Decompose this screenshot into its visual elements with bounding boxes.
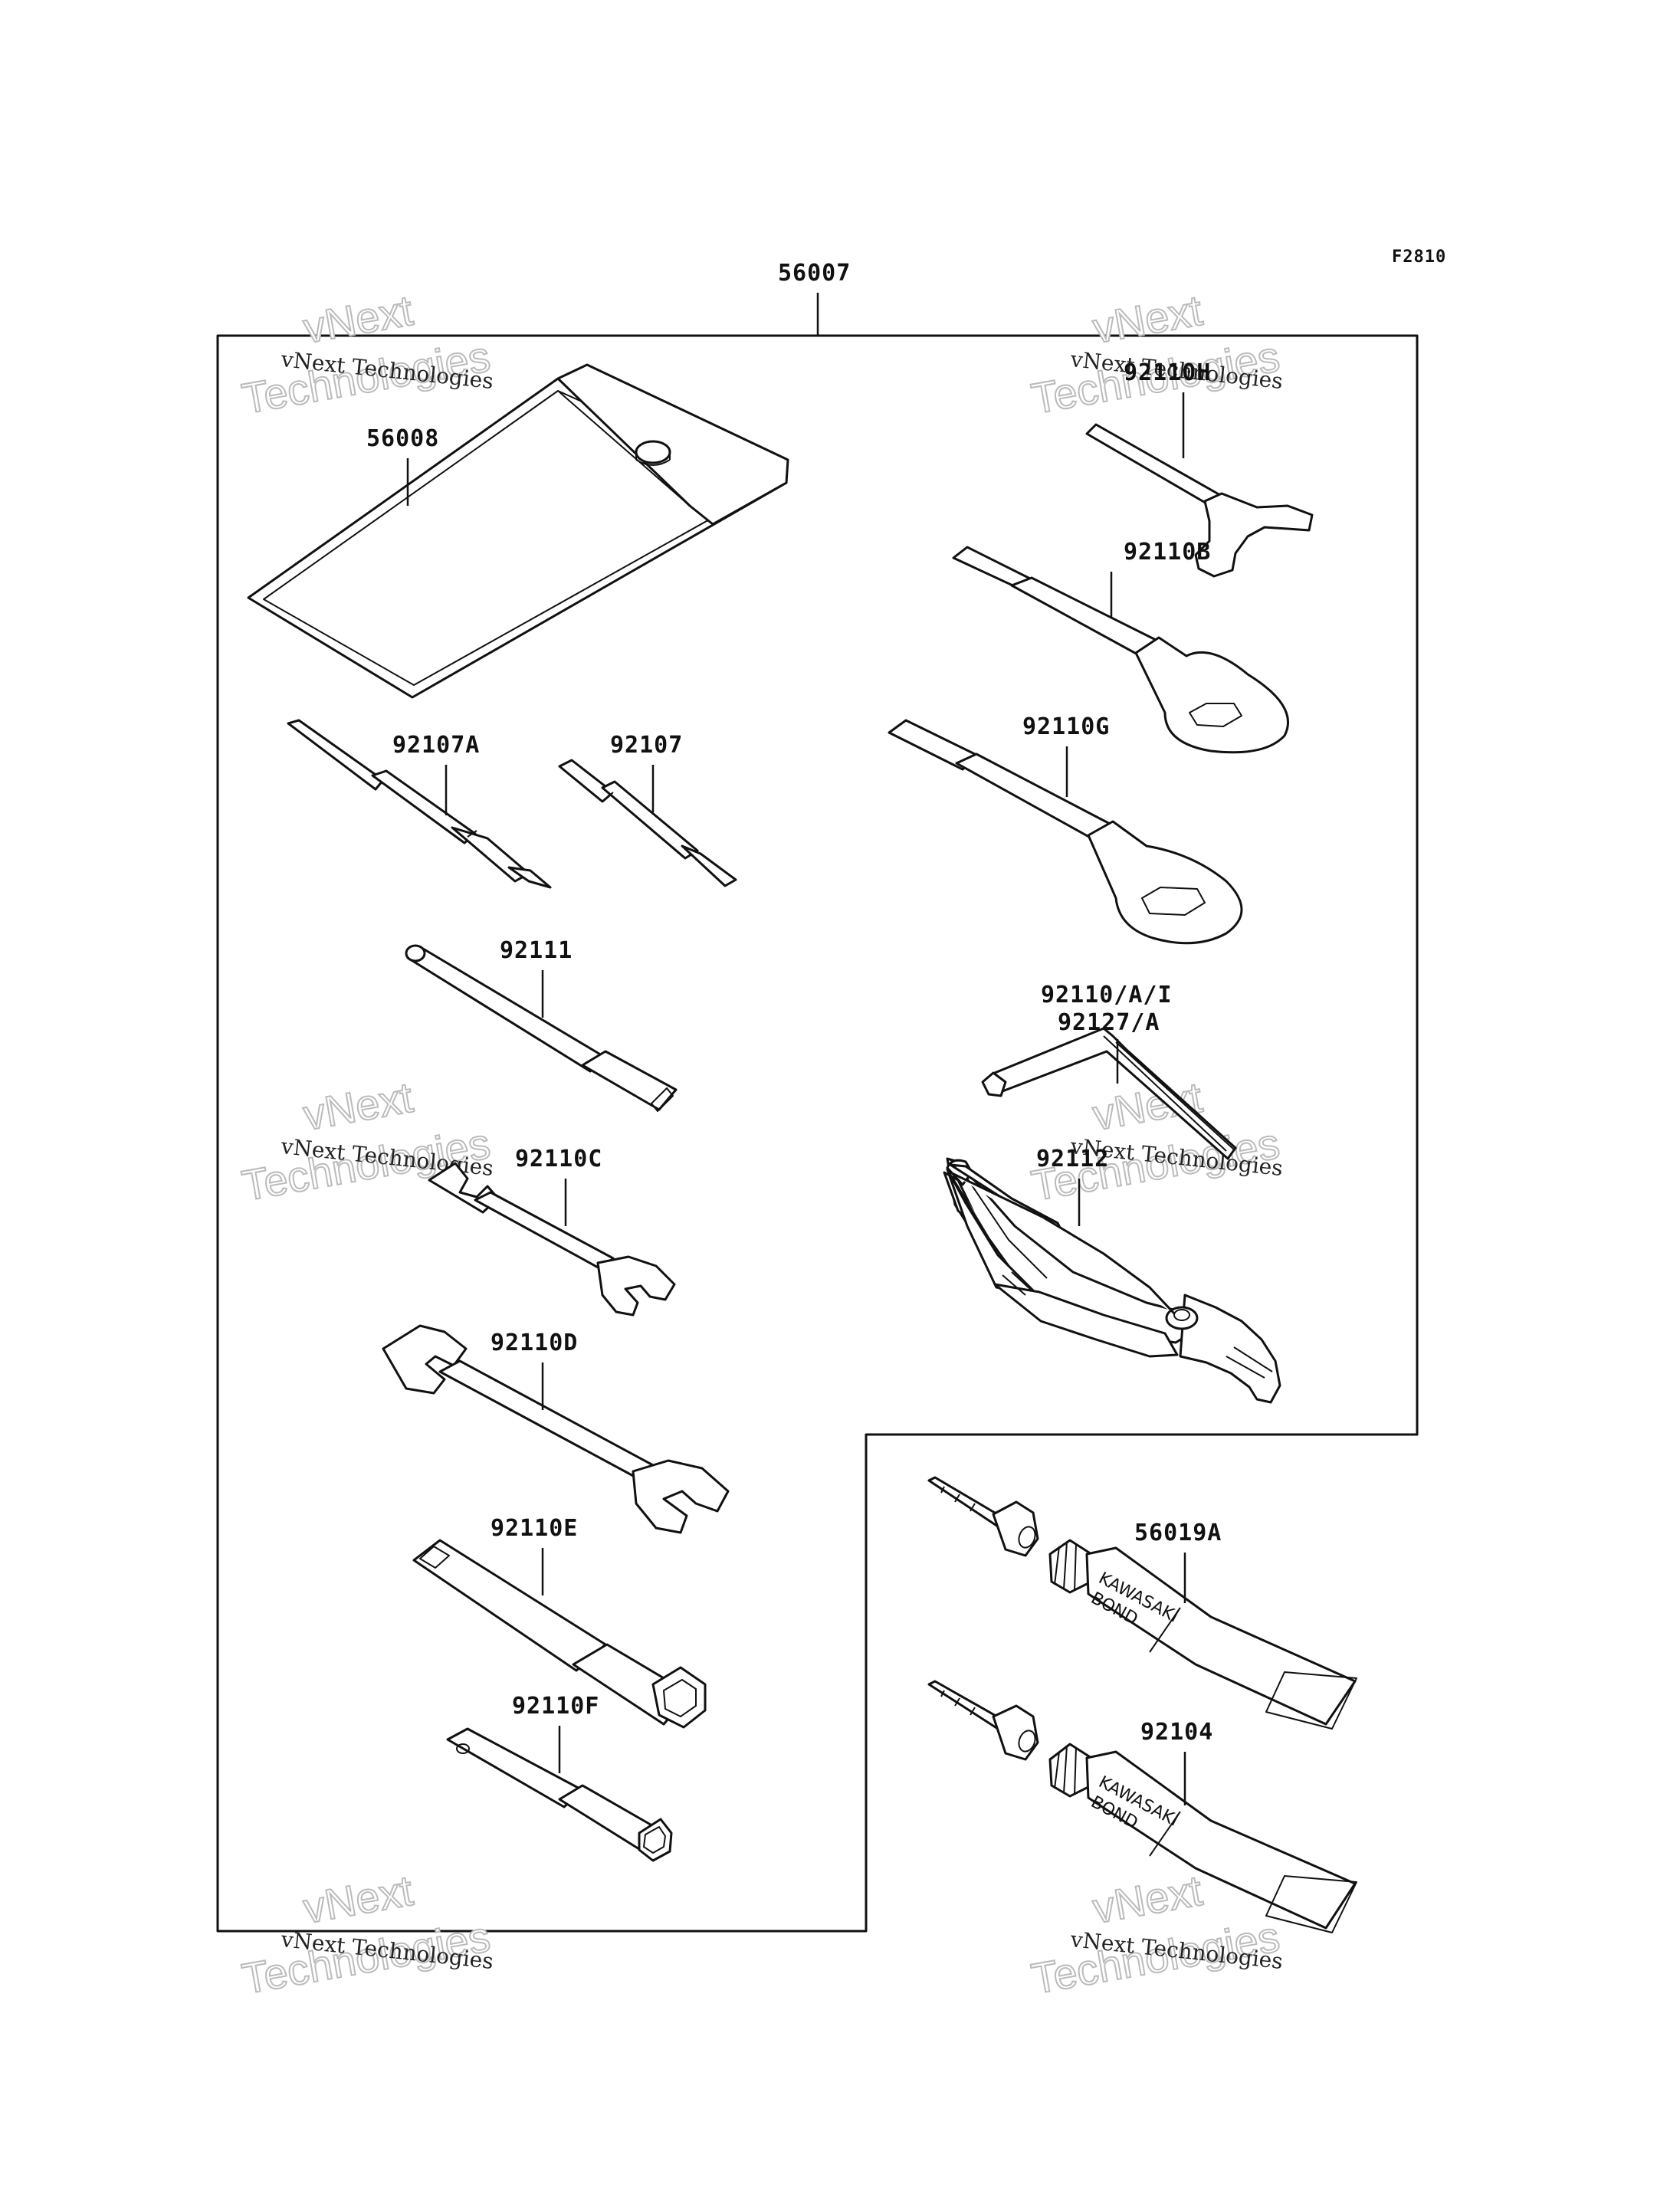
- label-92107a: 92107A: [392, 732, 480, 759]
- assembly-boundary: [216, 334, 1419, 1933]
- svg-text:vNext: vNext: [300, 1073, 416, 1139]
- wrench-d-illustration: [382, 1324, 730, 1534]
- screwdriver-illustration: [558, 759, 737, 887]
- figure-code: F2810: [1392, 248, 1446, 267]
- svg-text:vNext: vNext: [300, 286, 416, 353]
- label-92111: 92111: [500, 937, 573, 964]
- pliers-illustration: [943, 1157, 1281, 1404]
- hook-wrench-illustration: [1085, 423, 1314, 578]
- ring-wrench-g-illustration: [888, 719, 1243, 945]
- label-92110c: 92110C: [515, 1146, 602, 1172]
- pouch-illustration: [247, 363, 789, 699]
- label-56008: 56008: [366, 425, 439, 452]
- bond-tube-a-illustration: KAWASAKI BOND: [927, 1476, 1357, 1730]
- hex-wrench-illustration: [981, 1027, 1237, 1160]
- watermark-top-right: vNext Technologies vNext Technologies: [1027, 285, 1284, 424]
- svg-text:vNext: vNext: [1089, 1866, 1206, 1933]
- wrench-c-illustration: [428, 1162, 676, 1317]
- watermark-bottom-left: vNext Technologies vNext Technologies: [238, 1865, 494, 2004]
- ring-wrench-b-illustration: [952, 546, 1289, 754]
- label-92110-a-i: 92110/A/I: [1041, 982, 1173, 1008]
- label-92127-a: 92127/A: [1058, 1009, 1160, 1036]
- label-92110e: 92110E: [491, 1515, 578, 1542]
- label-92110h: 92110H: [1124, 359, 1211, 386]
- label-92110d: 92110D: [491, 1330, 578, 1356]
- label-92104: 92104: [1140, 1719, 1213, 1746]
- svg-text:vNext: vNext: [300, 1866, 416, 1933]
- label-92110f: 92110F: [512, 1693, 599, 1720]
- label-92107: 92107: [610, 732, 683, 759]
- label-56019a: 56019A: [1134, 1520, 1222, 1546]
- plug-wrench-e-illustration: [412, 1539, 707, 1729]
- watermark-top-left: vNext Technologies vNext Technologies: [238, 285, 494, 424]
- label-56007: 56007: [778, 260, 851, 287]
- label-92112: 92112: [1036, 1146, 1109, 1172]
- handle-illustration: [405, 944, 678, 1112]
- plug-wrench-f-illustration: [446, 1727, 673, 1862]
- svg-text:vNext: vNext: [1089, 286, 1206, 353]
- label-92110b: 92110B: [1124, 539, 1211, 566]
- label-92110g: 92110G: [1022, 713, 1110, 740]
- screwdriver-a-illustration: [287, 719, 552, 889]
